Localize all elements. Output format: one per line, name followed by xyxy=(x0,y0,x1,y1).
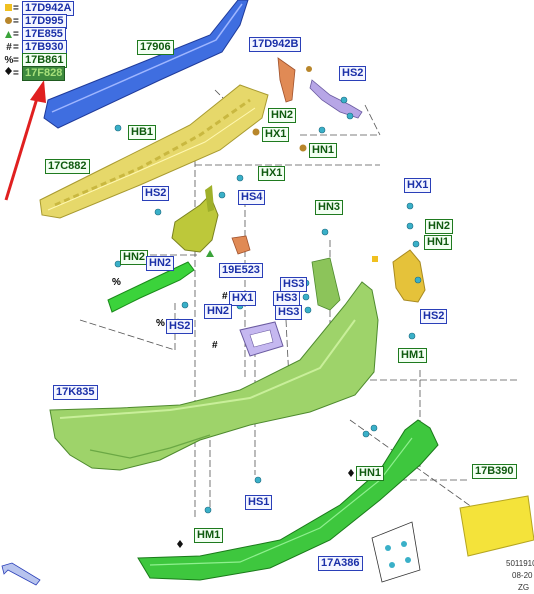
bracket-19e523-part xyxy=(231,235,251,255)
callout-19e523[interactable]: 19E523 xyxy=(219,263,263,278)
callout-hx1-right[interactable]: HX1 xyxy=(404,178,432,193)
callout-hs2-right[interactable]: HS2 xyxy=(420,309,448,324)
red-arrow-icon xyxy=(4,80,46,201)
callout-17b390[interactable]: 17B390 xyxy=(472,464,517,479)
callout-hn2-center[interactable]: HN2 xyxy=(204,304,233,319)
callout-hs2-left[interactable]: HS2 xyxy=(142,186,170,201)
left-bracket-strip-part xyxy=(107,261,195,313)
legend-triangle-icon xyxy=(5,31,12,38)
callout-hn1-top[interactable]: HN1 xyxy=(309,143,338,158)
callout-hn2-right[interactable]: HN2 xyxy=(425,219,454,234)
callout-hs2-top[interactable]: HS2 xyxy=(339,66,367,81)
license-plate-bracket-part xyxy=(239,321,284,357)
reflector-plate-part xyxy=(459,495,534,557)
callout-17906[interactable]: 17906 xyxy=(137,40,174,55)
energy-absorber-part xyxy=(39,84,269,219)
drawing-number: 5011910 xyxy=(506,559,534,568)
diamond-marker-1 xyxy=(348,469,354,477)
percent-marker-1: % xyxy=(112,277,121,288)
callout-hn1-right[interactable]: HN1 xyxy=(424,235,453,250)
reinforcement-beam-part xyxy=(43,0,249,129)
callout-hs3-c[interactable]: HS3 xyxy=(275,305,303,320)
legend-hash-symbol: # xyxy=(6,42,12,53)
drawing-code: ZG xyxy=(518,583,530,592)
center-bracket-part xyxy=(171,185,219,253)
callout-hn1-bottom[interactable]: HN1 xyxy=(356,466,385,481)
callout-hn2-left-b[interactable]: HN2 xyxy=(146,256,175,271)
clip-brown-1 xyxy=(252,128,260,136)
lower-diffuser-part xyxy=(137,419,439,581)
diamond-marker-2 xyxy=(177,540,183,548)
callout-hx1-center[interactable]: HX1 xyxy=(229,291,257,306)
callout-17a386[interactable]: 17A386 xyxy=(318,556,363,571)
direction-arrow-icon xyxy=(1,562,41,586)
bracket-lavender-part xyxy=(309,79,363,119)
callout-hn2-left-a[interactable]: HN2 xyxy=(120,250,149,265)
legend-diamond-icon xyxy=(5,67,12,75)
callout-hb1[interactable]: HB1 xyxy=(128,125,157,140)
hash-marker-1: # xyxy=(222,291,228,302)
legend-circle-icon xyxy=(5,17,12,24)
legend-percent-symbol: % xyxy=(4,55,14,66)
legend-code-17d995: 17D995 xyxy=(22,14,67,29)
callout-hm1-right[interactable]: HM1 xyxy=(398,348,428,363)
bracket-17d942b-part xyxy=(277,57,312,103)
clip-brown-2 xyxy=(299,144,307,152)
callout-hm1-bottom[interactable]: HM1 xyxy=(194,528,224,543)
callout-hn2-top[interactable]: HN2 xyxy=(268,108,297,123)
bumper-cover-part xyxy=(49,257,379,471)
callout-17d942b[interactable]: 17D942B xyxy=(249,37,302,52)
callout-hs1[interactable]: HS1 xyxy=(245,495,273,510)
legend-code-17e855: 17E855 xyxy=(22,27,66,42)
percent-marker-2: % xyxy=(156,318,165,329)
legend-square-icon xyxy=(5,4,12,11)
callout-hs3-a[interactable]: HS3 xyxy=(280,277,308,292)
callout-hs3-b[interactable]: HS3 xyxy=(273,291,301,306)
callout-hs2-center[interactable]: HS2 xyxy=(166,319,194,334)
legend-code-17b861: 17B861 xyxy=(22,53,67,68)
drawing-date: 08-20 xyxy=(512,571,533,580)
callout-hs4[interactable]: HS4 xyxy=(238,190,266,205)
fastener-set-part xyxy=(371,521,421,583)
clip-green-triangle xyxy=(206,250,214,257)
right-bracket-part xyxy=(372,249,426,303)
callout-17k835[interactable]: 17K835 xyxy=(53,385,98,400)
hash-marker-2: # xyxy=(212,340,218,351)
callout-hn3[interactable]: HN3 xyxy=(315,200,344,215)
legend-code-17f828: 17F828 xyxy=(22,66,66,81)
callout-hx1-mid[interactable]: HX1 xyxy=(258,166,286,181)
callout-17c882[interactable]: 17C882 xyxy=(45,159,90,174)
callout-hx1-top[interactable]: HX1 xyxy=(262,127,290,142)
